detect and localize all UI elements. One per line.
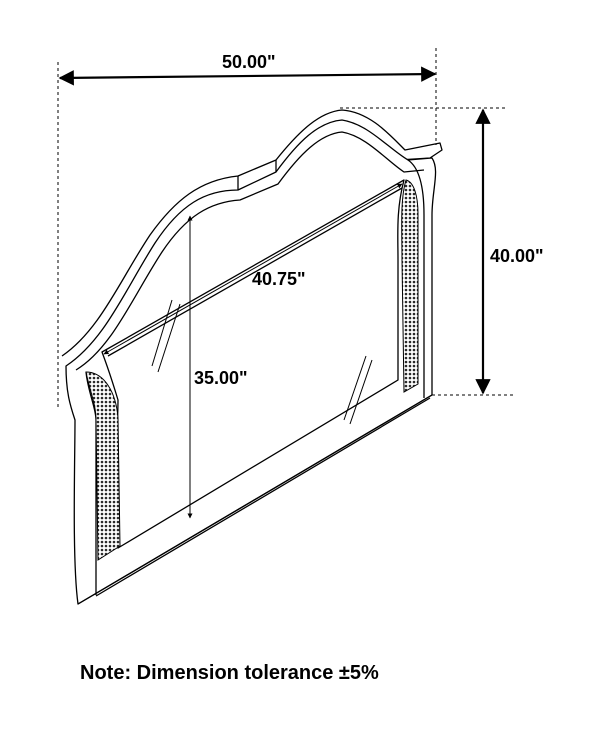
- right-mesh-panel: [401, 179, 419, 393]
- width-dimension-arrow: [58, 66, 437, 86]
- glass-height-label: 35.00": [194, 368, 248, 388]
- extension-lines: [57, 48, 515, 410]
- width-label: 50.00": [222, 52, 276, 72]
- left-mesh-panel: [85, 371, 121, 561]
- dimension-note: Note: Dimension tolerance ±5%: [80, 662, 379, 684]
- glass-diagonal-arrow: [103, 183, 403, 355]
- glass-diagonal-label: 40.75": [252, 269, 306, 289]
- height-label: 40.00": [490, 246, 544, 266]
- mesh-panels: [85, 179, 419, 561]
